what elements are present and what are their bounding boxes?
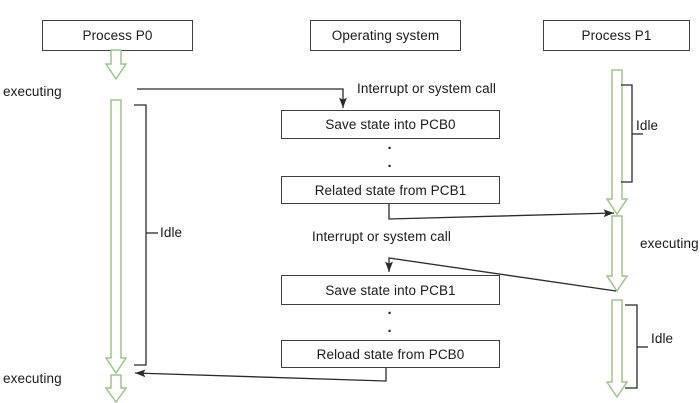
ellipsis-dot: · xyxy=(387,158,393,175)
label-p1-executing: executing xyxy=(640,236,699,251)
state-label-text: executing xyxy=(3,84,62,99)
label-p1-idle-top: Idle xyxy=(636,118,658,133)
os-step-reload-state-pcb0: Reload state from PCB0 xyxy=(281,340,500,368)
lane-header-process-p0: Process P0 xyxy=(42,20,193,51)
label-p0-executing-top: executing xyxy=(3,84,62,99)
ellipsis-between-pcb0-pcb1: · · xyxy=(384,140,396,175)
lane-header-label: Process P1 xyxy=(581,28,652,43)
lane-header-operating-system: Operating system xyxy=(310,20,461,51)
lane-header-label: Operating system xyxy=(331,28,440,43)
connector-reload-pcb1-to-p1 xyxy=(388,204,615,220)
os-step-label: Related state from PCB1 xyxy=(314,182,467,198)
connector-p0-to-save-pcb0 xyxy=(137,88,347,108)
bracket-p0-idle xyxy=(134,104,158,366)
bracket-p1-idle-bottom xyxy=(625,304,648,389)
green-arrow-p1-idle-top xyxy=(605,69,629,216)
state-label-text: executing xyxy=(3,371,62,386)
label-interrupt-or-system-call-2: Interrupt or system call xyxy=(312,229,451,244)
ellipsis-between-pcb1-pcb0: · · xyxy=(384,305,396,340)
ellipsis-dot: · xyxy=(387,323,393,340)
green-arrow-p0-idle xyxy=(104,99,128,375)
green-arrow-p0-executing-bottom xyxy=(104,374,128,403)
label-p0-idle: Idle xyxy=(160,225,182,240)
state-label-text: Idle xyxy=(160,225,183,240)
os-step-save-state-pcb1: Save state into PCB1 xyxy=(281,275,500,305)
bracket-p1-idle-top xyxy=(621,84,643,183)
green-arrow-p1-executing xyxy=(605,215,629,293)
os-step-related-state-pcb1: Related state from PCB1 xyxy=(281,176,500,204)
os-step-label: Save state into PCB1 xyxy=(325,282,456,298)
os-step-label: Reload state from PCB0 xyxy=(316,346,465,362)
state-label-text: executing xyxy=(640,236,699,251)
label-interrupt-or-system-call-1: Interrupt or system call xyxy=(357,81,496,96)
os-step-save-state-pcb0: Save state into PCB0 xyxy=(281,110,500,139)
green-arrow-p0-executing-top xyxy=(104,49,128,81)
os-step-label: Save state into PCB0 xyxy=(325,117,456,132)
state-label-text: Idle xyxy=(651,331,674,346)
connector-reload-pcb0-to-p0 xyxy=(134,368,387,382)
label-p0-executing-bottom: executing xyxy=(3,371,62,386)
state-label-text: Idle xyxy=(636,118,659,133)
event-label-text: Interrupt or system call xyxy=(357,81,496,96)
green-arrow-p1-idle-bottom xyxy=(605,299,629,399)
lane-header-process-p1: Process P1 xyxy=(543,20,690,51)
ellipsis-dot: · xyxy=(387,305,393,322)
label-p1-idle-bottom: Idle xyxy=(651,331,673,346)
lane-header-label: Process P0 xyxy=(82,28,153,43)
event-label-text: Interrupt or system call xyxy=(312,229,451,244)
ellipsis-dot: · xyxy=(387,140,393,157)
